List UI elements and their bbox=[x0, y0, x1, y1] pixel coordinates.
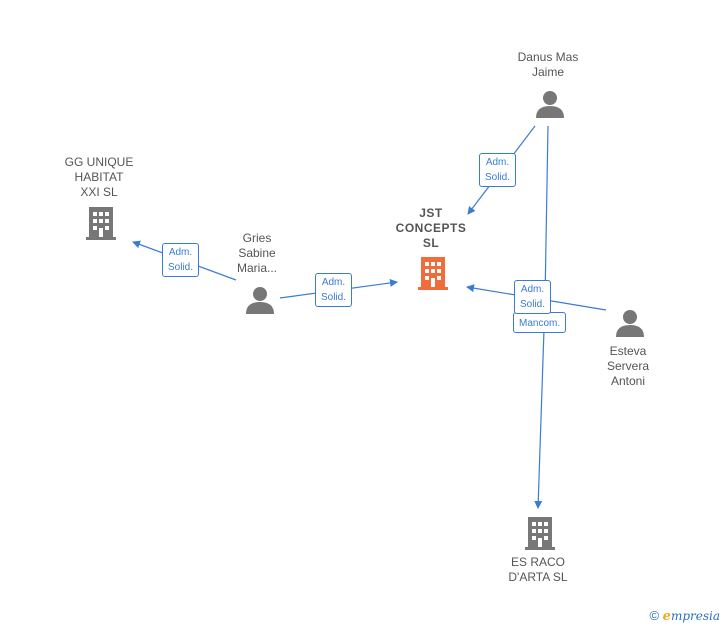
person-icon-gries[interactable] bbox=[246, 287, 274, 314]
node-label-gries[interactable]: Gries Sabine Maria... bbox=[236, 231, 277, 275]
footer-brand: © empresia bbox=[649, 608, 720, 624]
node-label-esraco[interactable]: ES RACO D'ARTA SL bbox=[508, 555, 568, 584]
edge-esteva-esraco[interactable] bbox=[534, 299, 546, 509]
person-icon-esteva[interactable] bbox=[616, 310, 644, 337]
building-icon-esraco[interactable] bbox=[525, 517, 555, 550]
person-icon-danus[interactable] bbox=[536, 91, 564, 118]
edge-label-gries-jst[interactable]: Adm. Solid. bbox=[315, 273, 353, 307]
node-label-danus[interactable]: Danus Mas Jaime bbox=[517, 50, 579, 79]
node-label-esteva[interactable]: Esteva Servera Antoni bbox=[606, 344, 650, 388]
node-label-gg[interactable]: GG UNIQUE HABITAT XXI SL bbox=[64, 155, 134, 199]
edge-danus-esraco[interactable] bbox=[544, 125, 549, 301]
edge-label-danus-jst[interactable]: Adm. Solid. bbox=[479, 153, 517, 187]
brand-logo-e: e bbox=[662, 609, 671, 624]
building-icon-gg[interactable] bbox=[86, 207, 116, 240]
copyright-symbol: © bbox=[649, 608, 660, 623]
edge-label-esteva-jst[interactable]: Adm. Solid. bbox=[514, 280, 552, 314]
node-label-jst[interactable]: JST CONCEPTS SL bbox=[395, 206, 467, 250]
building-icon-jst[interactable] bbox=[418, 257, 448, 290]
edge-label-gries-gg[interactable]: Adm. Solid. bbox=[162, 243, 200, 277]
brand-logo-text: mpresia bbox=[670, 609, 720, 623]
edge-label-esteva-esraco[interactable]: Mancom. bbox=[513, 312, 567, 333]
